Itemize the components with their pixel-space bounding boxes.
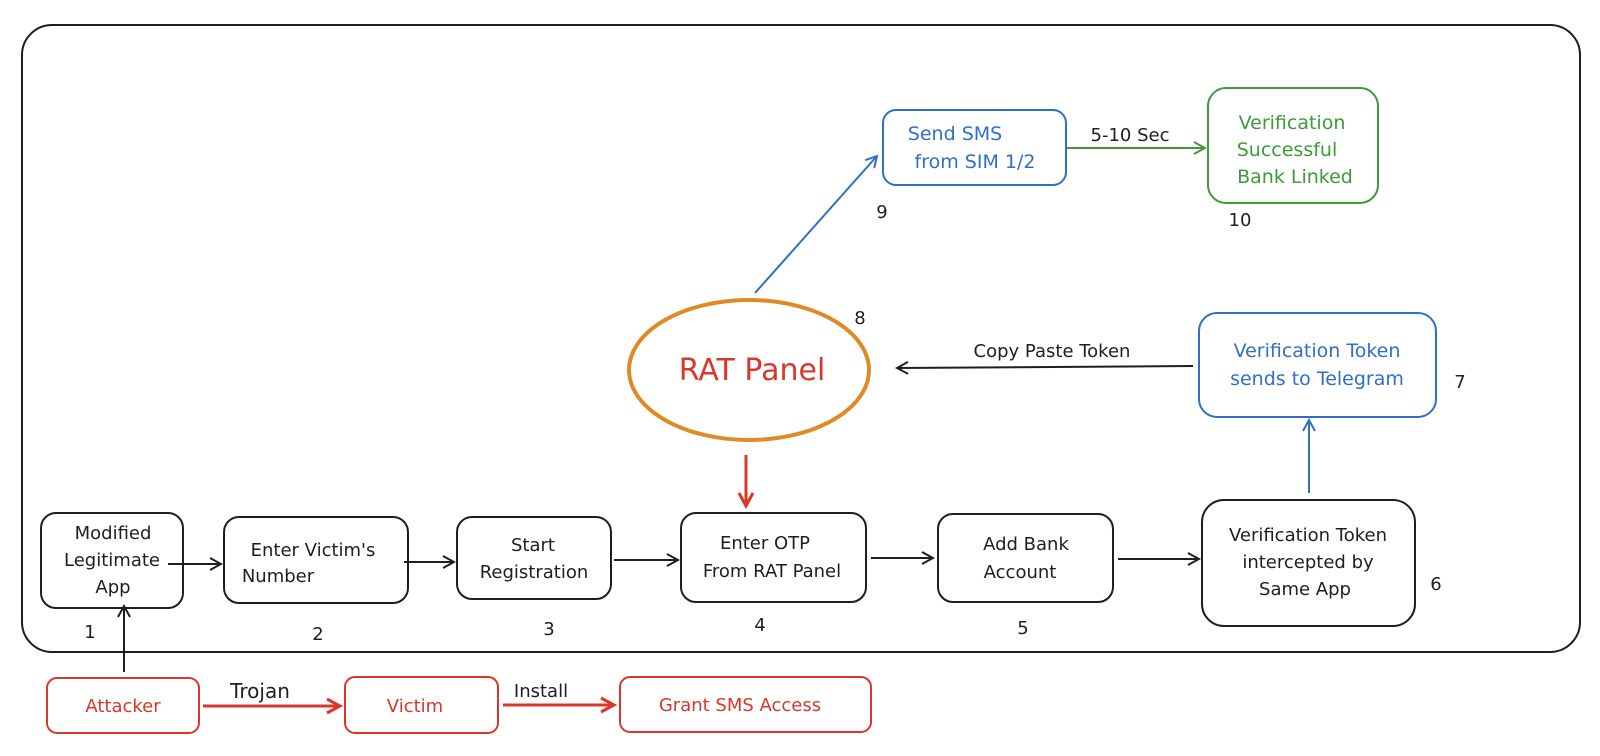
step-5-line-2: Account: [984, 562, 1057, 583]
step-4-line-1: Enter OTP: [720, 533, 810, 554]
trojan-label: Trojan: [229, 679, 290, 703]
verification-successful-node: Verification Successful Bank Linked: [1207, 87, 1379, 204]
step-1-line-2: Legitimate: [64, 550, 160, 571]
step-number-8: 8: [854, 308, 865, 329]
step-number-10: 10: [1229, 210, 1252, 231]
attacker-node: Attacker: [46, 677, 200, 734]
step-4-node: Enter OTP From RAT Panel: [680, 512, 867, 603]
step-3-line-1: Start: [511, 535, 555, 556]
step-number-2: 2: [312, 624, 323, 645]
step-2-line-2: Number: [242, 566, 315, 587]
step-1-line-1: Modified: [75, 523, 152, 544]
svg-text:Add Bank: Add Bank: [983, 534, 1069, 555]
step-6-line-3: Same App: [1259, 579, 1351, 600]
svg-text:sends to Telegram: sends to Telegram: [1230, 368, 1404, 390]
telegram-node: Verification Token sends to Telegram: [1198, 312, 1437, 418]
send-sms-line-1: Send SMS: [908, 123, 1002, 145]
step-4-line-2: From RAT Panel: [703, 561, 841, 582]
victim-node: Victim: [344, 676, 499, 734]
svg-text:Successful: Successful: [1237, 139, 1338, 161]
attacker-label: Attacker: [85, 696, 161, 717]
step-5-line-1: Add Bank: [983, 534, 1069, 555]
telegram-line-2: sends to Telegram: [1230, 368, 1404, 390]
step-number-6: 6: [1430, 574, 1441, 595]
step-2-line-1: Enter Victim's: [251, 540, 376, 561]
svg-text:Bank Linked: Bank Linked: [1237, 166, 1353, 188]
send-sms-node: Send SMS from SIM 1/2: [882, 109, 1067, 186]
step-3-line-2: Registration: [480, 562, 589, 583]
svg-text:Start: Start: [511, 535, 555, 556]
svg-text:App: App: [95, 577, 130, 598]
svg-text:Enter Victim's: Enter Victim's: [251, 540, 376, 561]
svg-text:from SIM 1/2: from SIM 1/2: [915, 151, 1036, 173]
step-number-3: 3: [543, 619, 554, 640]
svg-text:Enter OTP: Enter OTP: [720, 533, 810, 554]
step-6-line-2: intercepted by: [1242, 552, 1374, 573]
step-number-5: 5: [1017, 618, 1028, 639]
verification-successful-line-2: Successful: [1237, 139, 1338, 161]
svg-text:intercepted by: intercepted by: [1242, 552, 1374, 573]
step-number-9: 9: [876, 202, 887, 223]
rat-panel-label: RAT Panel: [679, 353, 826, 388]
outer-frame: [21, 24, 1581, 653]
verification-successful-line-3: Bank Linked: [1237, 166, 1353, 188]
svg-text:Send SMS: Send SMS: [908, 123, 1002, 145]
grant-sms-node: Grant SMS Access: [619, 676, 872, 733]
verification-successful-line-1: Verification: [1239, 112, 1346, 134]
step-1-node: Modified Legitimate App: [40, 512, 184, 609]
victim-label: Victim: [387, 696, 443, 717]
svg-text:Number: Number: [242, 566, 315, 587]
arrow-rat-to-sms: [754, 156, 877, 294]
arrow-telegram-to-rat: [897, 366, 1194, 368]
rat-panel-node: RAT Panel: [627, 298, 871, 442]
svg-text:Account: Account: [984, 562, 1057, 583]
step-number-7: 7: [1454, 372, 1465, 393]
step-6-node: Verification Token intercepted by Same A…: [1201, 499, 1416, 627]
send-sms-line-2: from SIM 1/2: [915, 151, 1036, 173]
svg-text:Registration: Registration: [480, 562, 589, 583]
svg-text:Verification Token: Verification Token: [1229, 525, 1387, 546]
telegram-line-1: Verification Token: [1234, 340, 1401, 362]
svg-text:From RAT Panel: From RAT Panel: [703, 561, 841, 582]
grant-sms-label: Grant SMS Access: [659, 695, 821, 716]
svg-text:Legitimate: Legitimate: [64, 550, 160, 571]
svg-text:Verification: Verification: [1239, 112, 1346, 134]
delay-label: 5-10 Sec: [1091, 125, 1170, 146]
svg-text:Same App: Same App: [1259, 579, 1351, 600]
svg-text:Verification Token: Verification Token: [1234, 340, 1401, 362]
step-1-line-3: App: [95, 577, 130, 598]
step-5-node: Add Bank Account: [937, 513, 1114, 603]
copy-paste-label: Copy Paste Token: [974, 341, 1131, 362]
step-number-1: 1: [84, 622, 95, 643]
step-2-node: Enter Victim's Number: [223, 516, 409, 604]
svg-text:Modified: Modified: [75, 523, 152, 544]
step-6-line-1: Verification Token: [1229, 525, 1387, 546]
step-3-node: Start Registration: [456, 516, 612, 600]
step-number-4: 4: [754, 615, 765, 636]
install-label: Install: [514, 681, 568, 702]
